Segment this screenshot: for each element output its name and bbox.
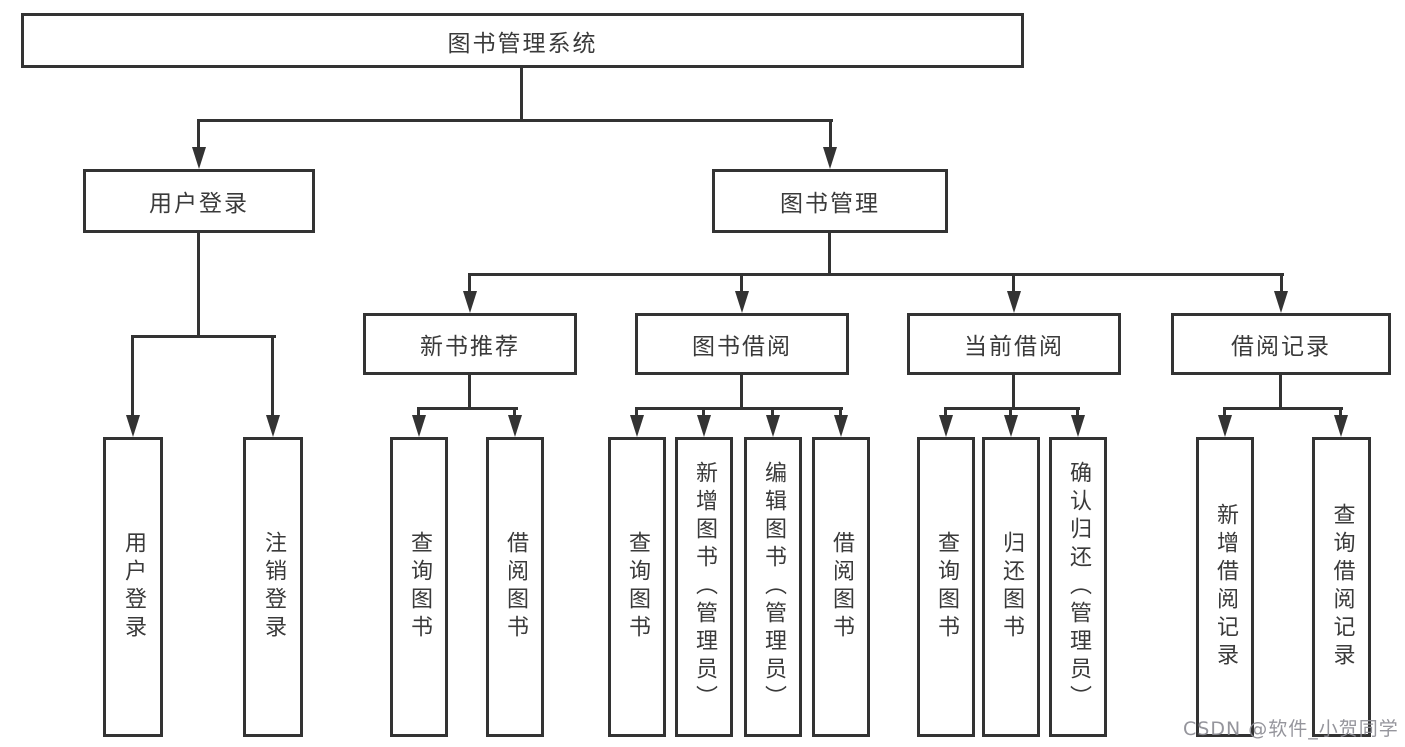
connector-line	[1223, 407, 1226, 417]
connector-line	[197, 119, 200, 150]
connector-line	[839, 407, 842, 417]
connector-line	[944, 407, 947, 417]
arrow-down-icon	[266, 415, 280, 437]
connector-line	[1009, 407, 1012, 417]
arrow-down-icon	[735, 291, 749, 313]
connector-line	[197, 119, 833, 122]
arrow-down-icon	[412, 415, 426, 437]
connector-line	[702, 407, 705, 417]
leaf-borrow-books-borrowing: 借阅图书	[812, 437, 870, 737]
connector-line	[944, 407, 1080, 410]
arrow-down-icon	[1334, 415, 1348, 437]
connector-line	[771, 407, 774, 417]
connector-line	[828, 231, 831, 276]
node-label: 当前借阅	[964, 334, 1064, 360]
node-root-system: 图书管理系统	[21, 13, 1024, 68]
connector-line	[131, 335, 134, 417]
arrow-down-icon	[1007, 291, 1021, 313]
arrow-down-icon	[126, 415, 140, 437]
node-current-borrowing: 当前借阅	[907, 313, 1121, 375]
connector-line	[468, 373, 471, 409]
leaf-confirm-return-admin: 确认归还（管理员）	[1049, 437, 1107, 737]
node-label: 用户登录	[121, 531, 146, 643]
node-label: 借阅图书	[503, 531, 528, 643]
node-label: 图书管理系统	[447, 30, 598, 57]
arrow-down-icon	[508, 415, 522, 437]
leaf-query-books-recommend: 查询图书	[390, 437, 448, 737]
connector-line	[468, 273, 471, 293]
connector-line	[417, 407, 420, 417]
node-book-management: 图书管理	[712, 169, 948, 233]
arrow-down-icon	[1274, 291, 1288, 313]
connector-line	[1279, 373, 1282, 409]
node-new-book-recommend: 新书推荐	[363, 313, 577, 375]
arrow-down-icon	[463, 291, 477, 313]
connector-line	[1012, 373, 1015, 409]
connector-line	[1076, 407, 1079, 417]
leaf-borrow-books-recommend: 借阅图书	[486, 437, 544, 737]
arrow-down-icon	[766, 415, 780, 437]
connector-line	[1012, 273, 1015, 293]
connector-line	[1223, 407, 1343, 410]
arrow-down-icon	[1004, 415, 1018, 437]
node-label: 归还图书	[999, 531, 1024, 643]
node-label: 图书借阅	[692, 334, 792, 360]
connector-line	[271, 335, 274, 417]
arrow-down-icon	[1071, 415, 1085, 437]
node-label: 新增借阅记录	[1213, 503, 1238, 671]
node-label: 注销登录	[261, 531, 286, 643]
arrow-down-icon	[697, 415, 711, 437]
node-label: 查询图书	[407, 531, 432, 643]
connector-line	[513, 407, 516, 417]
arrow-down-icon	[834, 415, 848, 437]
connector-line	[468, 273, 1284, 276]
node-label: 查询借阅记录	[1329, 503, 1355, 671]
node-label: 用户登录	[149, 191, 249, 217]
connector-line	[417, 407, 518, 410]
arrow-down-icon	[1218, 415, 1232, 437]
leaf-user-login: 用户登录	[103, 437, 163, 737]
leaf-return-books: 归还图书	[982, 437, 1040, 737]
connector-line	[520, 66, 523, 121]
leaf-logout: 注销登录	[243, 437, 303, 737]
arrow-down-icon	[630, 415, 644, 437]
connector-line	[740, 373, 743, 409]
arrow-down-icon	[823, 147, 837, 169]
connector-line	[635, 407, 638, 417]
leaf-query-books-borrowing: 查询图书	[608, 437, 666, 737]
leaf-add-books-admin: 新增图书（管理员）	[675, 437, 733, 737]
connector-line	[635, 407, 843, 410]
node-label: 查询图书	[625, 531, 650, 643]
node-label: 借阅记录	[1231, 334, 1331, 360]
node-book-borrowing: 图书借阅	[635, 313, 849, 375]
connector-line	[197, 231, 200, 338]
leaf-edit-books-admin: 编辑图书（管理员）	[744, 437, 802, 737]
node-user-login: 用户登录	[83, 169, 315, 233]
connector-line	[131, 335, 276, 338]
connector-line	[829, 119, 832, 150]
connector-line	[1280, 273, 1283, 293]
node-label: 新书推荐	[420, 334, 520, 360]
leaf-query-books-current: 查询图书	[917, 437, 975, 737]
node-label: 新增图书（管理员）	[692, 461, 717, 713]
node-label: 图书管理	[780, 191, 880, 217]
arrow-down-icon	[192, 147, 206, 169]
connector-line	[1339, 407, 1342, 417]
node-label: 查询图书	[934, 531, 959, 643]
connector-line	[740, 273, 743, 293]
arrow-down-icon	[939, 415, 953, 437]
node-label: 借阅图书	[829, 531, 854, 643]
node-borrow-records: 借阅记录	[1171, 313, 1391, 375]
leaf-query-borrow-record: 查询借阅记录	[1312, 437, 1371, 737]
leaf-add-borrow-record: 新增借阅记录	[1196, 437, 1254, 737]
node-label: 确认归还（管理员）	[1066, 461, 1091, 713]
node-label: 编辑图书（管理员）	[761, 461, 786, 713]
watermark: CSDN @软件_小贺同学	[1183, 718, 1399, 740]
